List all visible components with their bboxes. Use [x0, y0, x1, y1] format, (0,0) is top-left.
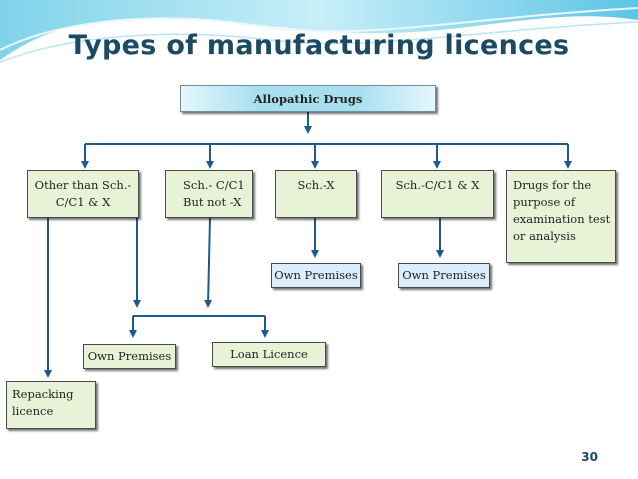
category-line: Sch.-C/C1 & X	[395, 178, 480, 192]
arrow-schc-down	[204, 217, 213, 308]
own-premises-bottom: Own Premises	[83, 344, 176, 369]
category-sch-c-and-x: Sch.-C/C1 & X	[381, 170, 494, 218]
header-wave	[0, 0, 638, 63]
category-other-than-sch: Other than Sch.- C/C1 & X	[27, 170, 139, 218]
category-line: Drugs for the	[513, 178, 592, 192]
category-line: examination test	[513, 212, 611, 226]
repacking-line: Repacking	[12, 387, 74, 401]
category-sch-c-not-x: Sch.- C/C1 But not -X	[165, 170, 253, 218]
loan-licence: Loan Licence	[212, 342, 326, 367]
repacking-licence: Repacking licence	[6, 381, 96, 429]
category-line: Other than Sch.-	[34, 178, 132, 192]
own-premises-label: Own Premises	[402, 268, 486, 282]
root-label: Allopathic Drugs	[253, 92, 363, 106]
loan-licence-label: Loan Licence	[230, 347, 308, 361]
own-premises-label: Own Premises	[87, 349, 172, 363]
category-line: But not -X	[183, 195, 242, 209]
repacking-line: licence	[12, 404, 54, 418]
page-number: 30	[581, 450, 598, 464]
category-line: Sch.- C/C1	[183, 178, 245, 192]
category-line: Sch.-X	[297, 178, 335, 192]
root-node: Allopathic Drugs	[180, 85, 436, 112]
own-premises-label: Own Premises	[274, 268, 358, 282]
category-sch-x: Sch.-X	[275, 170, 357, 218]
slide-title: Types of manufacturing licences	[68, 30, 570, 61]
own-premises-sch-c-and-x: Own Premises	[398, 263, 490, 288]
own-premises-sch-x: Own Premises	[271, 263, 361, 288]
category-line: C/C1 & X	[55, 195, 111, 209]
category-line: or analysis	[513, 229, 576, 243]
category-drugs-for-testing: Drugs for the purpose of examination tes…	[506, 170, 616, 263]
category-line: purpose of	[513, 195, 576, 209]
